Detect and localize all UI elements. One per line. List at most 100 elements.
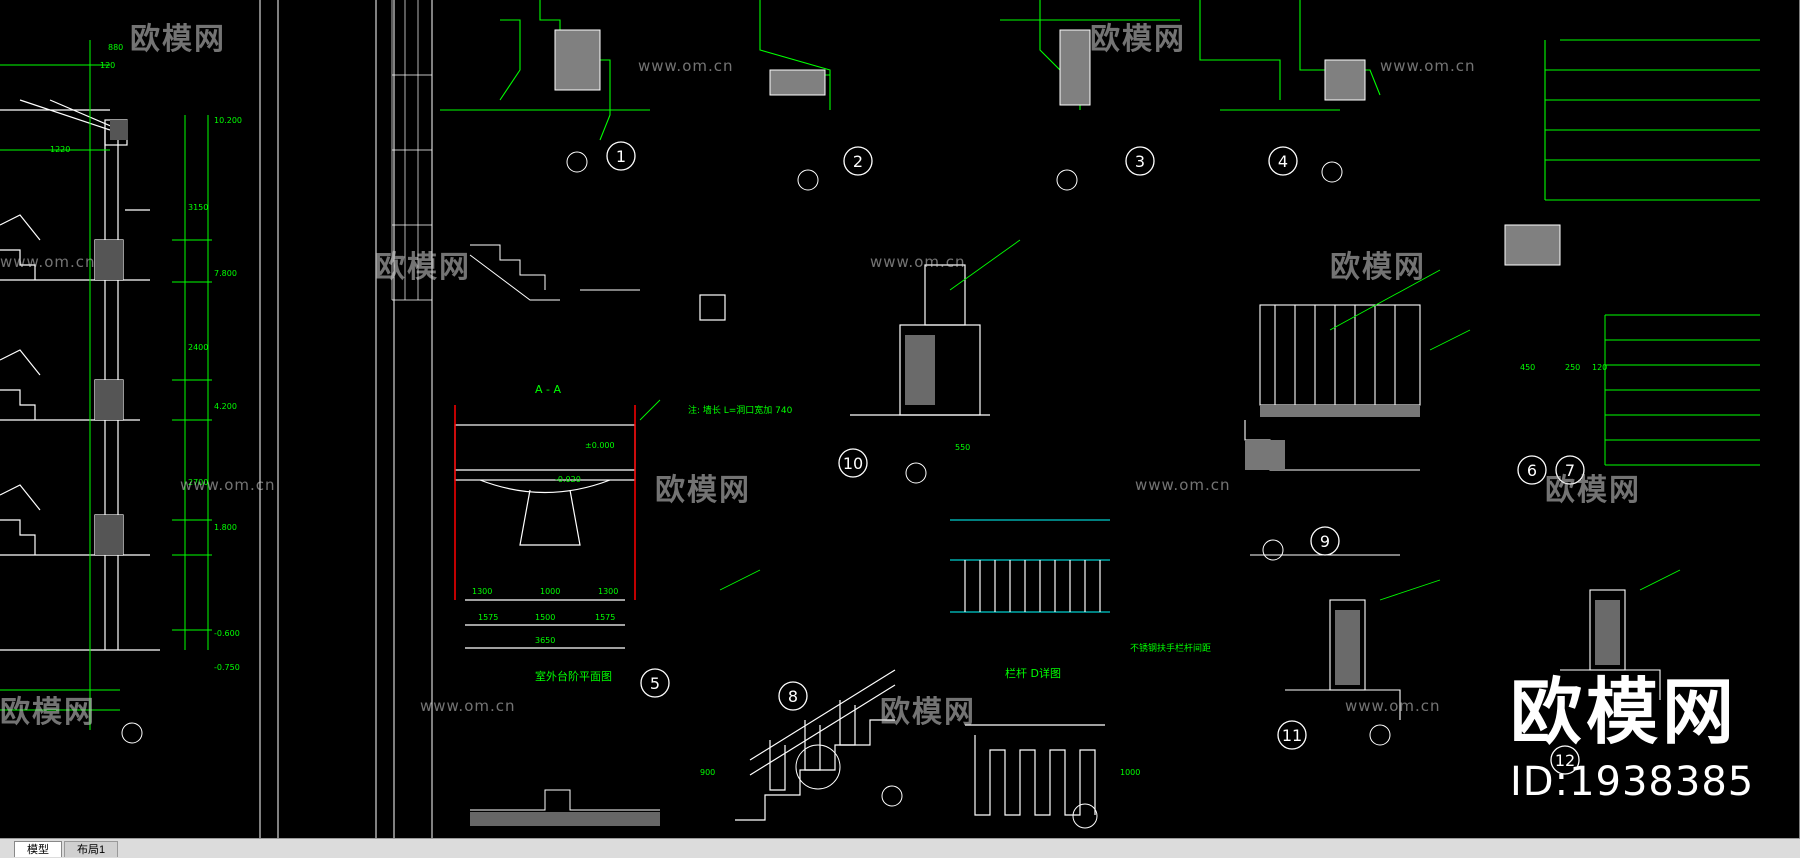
watermark-url: www.om.cn [638, 57, 734, 75]
detail-label-10: 10 [843, 454, 863, 473]
title-outdoor-step-plan: 室外台阶平面图 [535, 669, 612, 683]
top-details [440, 0, 1760, 201]
dim-11: 1575 [478, 613, 498, 622]
detail-label-6: 6 [1527, 461, 1537, 480]
watermark-url: www.om.cn [420, 697, 516, 715]
watermark-url: www.om.cn [180, 476, 276, 494]
detail-circle-2 [843, 146, 873, 176]
right-legend-table [1604, 314, 1760, 466]
dimension-labels: 1220 880 120 3150 2400 2700 1300 1000 1 3… [50, 43, 1607, 777]
dim-5: 2400 [188, 343, 208, 352]
leader-lines [639, 239, 1681, 601]
detail-circle-8 [778, 681, 808, 711]
brand-name: 欧模网 [1510, 670, 1739, 754]
detail-label-8: 8 [788, 687, 798, 706]
tab-model[interactable]: 模型 [14, 841, 62, 857]
title-railing-note: 不锈钢扶手栏杆间距 [1130, 642, 1211, 654]
detail-circle-3 [1125, 146, 1155, 176]
elev-4: 1.800 [214, 523, 237, 532]
stair-handrail [735, 669, 896, 821]
detail-circle-6 [1517, 455, 1547, 485]
cad-drawing-canvas[interactable]: 1 2 3 4 5 6 7 8 9 10 11 12 A - A 室外台阶平面图… [0, 0, 1800, 838]
building-section [0, 99, 160, 651]
detail-label-4: 4 [1278, 152, 1288, 171]
dim-14: 450 [1520, 363, 1535, 372]
small-circles [121, 151, 1391, 829]
dim-13: 1575 [595, 613, 615, 622]
watermark-brand: 欧模网 [375, 250, 471, 285]
watermark-brand: 欧模网 [880, 695, 976, 730]
detail-label-7: 7 [1565, 461, 1575, 480]
dim-6: 2700 [188, 478, 208, 487]
detail-labels: 1 2 3 4 5 6 7 8 9 10 11 12 [616, 147, 1575, 770]
dim-16: 120 [1592, 363, 1607, 372]
watermark-url: www.om.cn [0, 253, 96, 271]
drawing-titles: A - A 室外台阶平面图 栏杆 D详图 不锈钢扶手栏杆间距 注: 墙长 L=洞… [535, 383, 1211, 683]
elev-2: 7.800 [214, 269, 237, 278]
watermark-brand: 欧模网 [0, 695, 96, 730]
detail-label-1: 1 [616, 147, 626, 166]
layout-tab-bar: 模型 布局1 [0, 838, 1800, 858]
watermark-brand: 欧模网 [655, 473, 751, 508]
elev-3: 4.200 [214, 402, 237, 411]
dim-1: 1220 [50, 145, 70, 154]
detail-label-5: 5 [650, 674, 660, 693]
watermark-brand: 欧模网 [1545, 473, 1641, 508]
section-detail-11-hatch [1335, 600, 1620, 685]
frame-lines [259, 0, 1800, 838]
brand-id: ID:1938385 [1510, 759, 1755, 805]
meander-railing [965, 724, 1105, 816]
railing-bars [964, 560, 1101, 612]
watermark-brand: 欧模网 [1090, 22, 1186, 57]
detail-label-12: 12 [1555, 751, 1575, 770]
section-hatch [95, 120, 128, 555]
elev-5: -0.600 [214, 629, 240, 638]
detail-label-11: 11 [1282, 726, 1302, 745]
dim-17: 550 [955, 443, 970, 452]
detail-label-9: 9 [1320, 532, 1330, 551]
detail-circle-10 [838, 448, 868, 478]
elev-1: 10.200 [214, 116, 242, 125]
watermark-url: www.om.cn [870, 253, 966, 271]
watermark-url: www.om.cn [1345, 697, 1441, 715]
detail-label-3: 3 [1135, 152, 1145, 171]
detail-circle-9 [1310, 526, 1340, 556]
watermark-url: www.om.cn [1380, 57, 1476, 75]
dim-12: 1500 [535, 613, 555, 622]
dim-2: 880 [108, 43, 123, 52]
detail-circle-7 [1555, 455, 1585, 485]
detail-circle-1 [606, 141, 636, 171]
dim-4: 3150 [188, 203, 208, 212]
dim-18: 900 [700, 768, 715, 777]
text-column [391, 0, 432, 301]
detail-10-hatch [905, 335, 935, 405]
stair-profile [469, 244, 640, 301]
top-hatch [554, 29, 1561, 266]
detail-10 [699, 264, 990, 416]
dim-15: 250 [1565, 363, 1580, 372]
cad-drawing: 1 2 3 4 5 6 7 8 9 10 11 12 A - A 室外台阶平面图… [0, 0, 1800, 838]
dim-9: 1300 [598, 587, 618, 596]
dimension-columns [0, 40, 212, 730]
detail-circles [606, 141, 1585, 775]
tab-layout-1[interactable]: 布局1 [64, 841, 119, 857]
dim-8: 1000 [540, 587, 560, 596]
title-railing-detail: 栏杆 D详图 [1005, 666, 1061, 680]
watermark-brand: 欧模网 [1330, 250, 1426, 285]
detail-circle-11 [1277, 720, 1307, 750]
title-step-note: 注: 墙长 L=洞口宽加 740 [688, 404, 793, 416]
elev-7: ±0.000 [585, 441, 615, 450]
dim-19: 1000 [1120, 768, 1140, 777]
railing-elevation [950, 519, 1110, 613]
dim-10: 3650 [535, 636, 555, 645]
detail-circle-4 [1268, 146, 1298, 176]
elev-8: -0.020 [555, 475, 581, 484]
elev-6: -0.750 [214, 663, 240, 672]
watermark-url: www.om.cn [1135, 476, 1231, 494]
detail-circle-5 [640, 668, 670, 698]
detail-label-2: 2 [853, 152, 863, 171]
detail-circle-12 [1550, 745, 1580, 775]
outdoor-step [470, 789, 660, 811]
watermark-brand: 欧模网 [130, 22, 226, 57]
section-red-lines [454, 405, 636, 600]
